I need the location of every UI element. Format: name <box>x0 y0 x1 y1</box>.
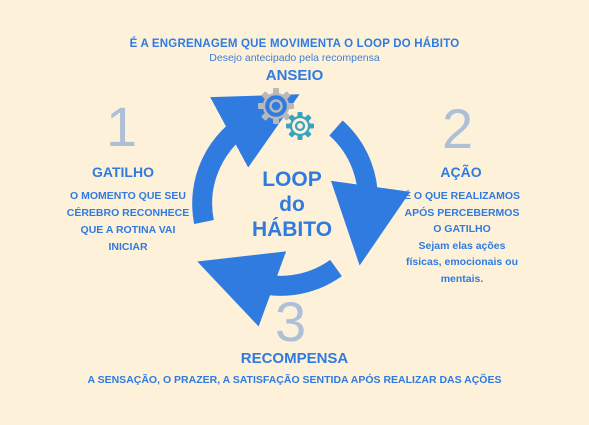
step-number-1: 1 <box>106 95 138 158</box>
loop-line-3: HÁBITO <box>251 218 333 241</box>
loop-center-label: LOOP do HÁBITO <box>232 167 352 242</box>
gatilho-line: CÉREBRO RECONHECE <box>66 207 190 219</box>
step-number-2: 2 <box>442 97 474 160</box>
step-number-3: 3 <box>275 290 307 353</box>
loop-line-1: LOOP <box>262 168 322 191</box>
cycle-arrow-bottom <box>197 251 342 327</box>
cycle-arrow-left <box>192 94 300 224</box>
gatilho-line: O MOMENTO QUE SEU <box>70 190 186 202</box>
acao-line: APÓS PERCEBERMOS <box>404 206 520 219</box>
acao-line: mentais. <box>440 272 484 285</box>
acao-line: O GATILHO <box>433 223 491 235</box>
anseio-title: ANSEIO <box>265 67 324 84</box>
gear-icon <box>286 112 314 140</box>
acao-title: AÇÃO <box>440 164 482 180</box>
gear-icon <box>258 88 294 124</box>
acao-line: Sejam elas ações <box>418 239 506 252</box>
tagline: É A ENGRENAGEM QUE MOVIMENTA O LOOP DO H… <box>129 38 460 50</box>
gatilho-title: GATILHO <box>92 164 154 180</box>
subtitle: Desejo antecipado pela recompensa <box>209 52 380 64</box>
acao-description: É O QUE REALIZAMOS APÓS PERCEBERMOS O GA… <box>397 188 527 287</box>
loop-line-2: do <box>279 193 305 216</box>
recompensa-description: A SENSAÇÃO, O PRAZER, A SATISFAÇÃO SENTI… <box>87 374 502 386</box>
acao-line: físicas, emocionais ou <box>405 256 519 268</box>
gatilho-line: QUE A ROTINA VAI <box>80 224 176 236</box>
gatilho-line: INICIAR <box>108 241 148 253</box>
acao-line: É O QUE REALIZAMOS <box>403 190 521 202</box>
gatilho-description: O MOMENTO QUE SEU CÉREBRO RECONHECE QUE … <box>62 188 194 256</box>
cycle-arrow-right <box>329 120 411 266</box>
recompensa-title: RECOMPENSA <box>240 350 349 367</box>
